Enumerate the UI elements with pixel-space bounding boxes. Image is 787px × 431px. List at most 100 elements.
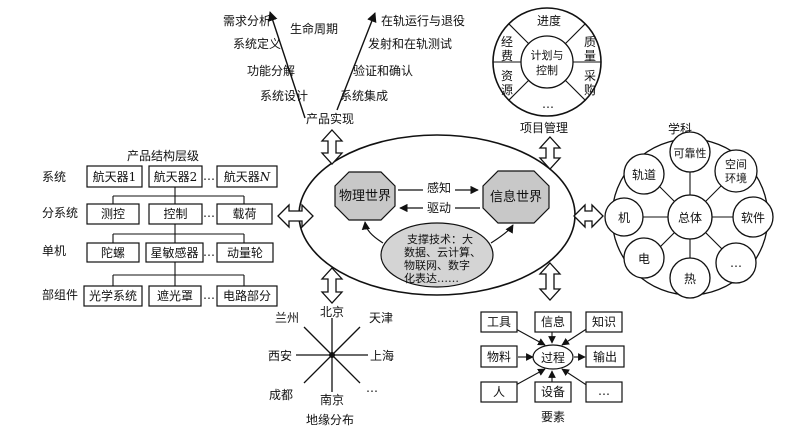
discipline-node-label: …: [730, 256, 742, 270]
process-node: [532, 344, 574, 370]
support-to-info-arrow: [490, 224, 514, 244]
lifecycle-item: 验证和确认: [353, 63, 413, 78]
support-to-physical-arrow: [361, 221, 384, 244]
discipline-node-label: 电: [638, 252, 650, 266]
discipline-node-software: [732, 196, 774, 238]
process-label: 过程: [541, 350, 565, 365]
double-arrow-discipline: [573, 203, 604, 229]
city-label: 天津: [369, 311, 393, 325]
element-box: [534, 381, 572, 403]
core-ellipse-section: 物理世界 信息世界 感知 驱动 支撑技术：大 数据、云计算、 物联网、数字 化表…: [298, 134, 576, 296]
structure-item: 陀螺: [101, 245, 125, 260]
discipline-center-label: 总体: [678, 211, 702, 225]
discipline-node-label-line1: 空间: [725, 157, 747, 171]
structure-ellipsis: …: [203, 245, 215, 259]
structure-item: 航天器2: [154, 169, 198, 184]
discipline-node-ellipsis: [715, 242, 757, 284]
discipline-node-label: 热: [684, 272, 696, 286]
element-box: [585, 381, 623, 403]
discipline-node-label-line2: 环境: [725, 171, 747, 185]
city-label: …: [366, 381, 378, 395]
element-label: 输出: [593, 349, 617, 364]
product-structure-section: 产品结构层级 系统 分系统 单机 部组件 航天器1 航天器2: [42, 148, 278, 307]
level-label: 单机: [42, 244, 66, 258]
support-tech-ellipse: [380, 222, 494, 288]
element-label: 知识: [592, 315, 616, 329]
lifecycle-section: 需求分析 系统定义 功能分解 系统设计 生命周期 在轨运行与退役 发射和在轨测试…: [223, 11, 465, 126]
double-arrow-lifecycle: [320, 129, 344, 165]
geo-title: 地缘分布: [306, 413, 354, 427]
discipline-node-orbit: [623, 153, 665, 195]
structure-ellipsis: …: [203, 206, 215, 220]
support-tech-line: 化表达……: [404, 271, 459, 285]
city-label: 成都: [269, 388, 293, 402]
discipline-node-space-environment: [714, 149, 758, 193]
city-label: 兰州: [275, 311, 299, 325]
pm-segment-ellipsis: …: [542, 97, 554, 111]
structure-item: 控制: [163, 207, 187, 221]
city-label: 上海: [370, 348, 394, 363]
element-box: [534, 311, 572, 333]
structure-item: 载荷: [232, 207, 256, 221]
double-arrow-elements: [538, 262, 562, 301]
structure-item: 星敏感器: [150, 245, 198, 260]
sense-label-bg: [423, 181, 455, 195]
city-label: 西安: [268, 348, 292, 363]
lifecycle-item: 系统集成: [340, 88, 388, 103]
physical-world-octagon: [334, 171, 396, 221]
pm-segment-funding-1: 经: [501, 35, 513, 49]
structure-ellipsis: …: [203, 169, 215, 183]
element-label: 人: [493, 385, 505, 399]
lifecycle-item: 系统设计: [260, 89, 308, 103]
lifecycle-title: 产品实现: [306, 111, 354, 126]
pm-segment-quality-2: 量: [584, 49, 596, 63]
structure-box: [216, 242, 274, 263]
lifecycle-center-label: 生命周期: [290, 21, 338, 36]
geo-center-dot: [329, 352, 335, 358]
physical-world-label: 物理世界: [339, 189, 391, 204]
level-label: 分系统: [42, 206, 78, 220]
sense-label: 感知: [427, 180, 451, 195]
discipline-node-mechanical: [604, 197, 644, 237]
elements-section: 工具 信息 知识 物料 过程 输出 人 设备 … 要素: [480, 311, 625, 424]
discipline-node-label: 轨道: [632, 168, 656, 182]
lifecycle-item: 系统定义: [233, 36, 281, 51]
structure-box: [86, 203, 140, 225]
pm-segment-purchase-2: 购: [584, 82, 596, 97]
structure-box: [216, 285, 278, 307]
pm-inner-circle: [520, 35, 574, 89]
structure-ellipsis: …: [203, 288, 215, 302]
element-label: 设备: [541, 385, 565, 399]
city-label: 南京: [320, 392, 344, 407]
lifecycle-item: 在轨运行与退役: [381, 13, 465, 28]
element-label: …: [598, 384, 610, 398]
structure-box: [86, 165, 143, 188]
geo-section: 北京 天津 上海 … 南京 成都 西安 兰州 地缘分布: [268, 305, 394, 427]
discipline-node-label: 软件: [741, 211, 765, 225]
level-label: 系统: [42, 170, 66, 184]
discipline-node-label: 机: [618, 211, 630, 225]
element-label: 信息: [541, 314, 565, 329]
structure-item: 动量轮: [227, 246, 263, 260]
pm-segment-purchase-1: 采: [584, 69, 596, 83]
support-tech-line: 物联网、数字: [404, 258, 470, 272]
double-arrows: [277, 129, 604, 304]
pm-segment-funding-2: 费: [501, 49, 513, 63]
structure-item: 遮光罩: [157, 288, 193, 303]
pm-segment-resource-1: 资: [501, 69, 513, 83]
drive-label: 驱动: [427, 201, 451, 215]
structure-item: 航天器1: [93, 169, 137, 184]
information-world-label: 信息世界: [490, 189, 542, 205]
structure-box: [86, 242, 140, 263]
structure-box: [148, 285, 202, 307]
geo-rays: [296, 318, 368, 392]
element-box: [585, 345, 625, 368]
discipline-node-electrical: [623, 237, 665, 279]
structure-item: 测控: [101, 207, 125, 221]
pm-segment-resource-2: 源: [501, 83, 513, 97]
structure-box: [148, 165, 203, 188]
support-tech-line: 数据、云计算、: [404, 245, 481, 259]
structure-item: 光学系统: [89, 288, 137, 303]
element-box: [585, 311, 623, 333]
